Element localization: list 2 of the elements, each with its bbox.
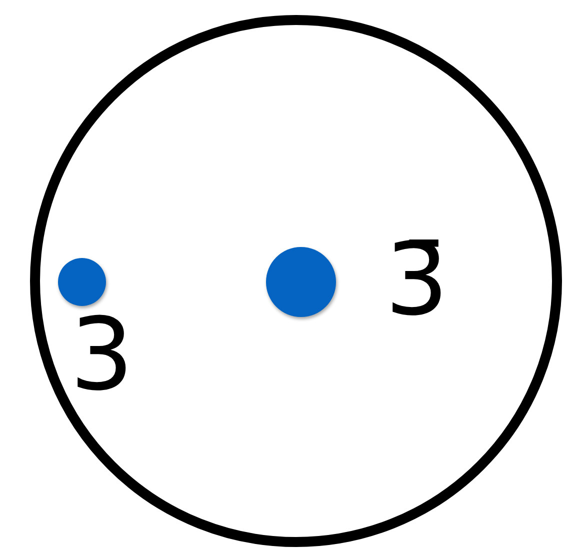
dot-label: 3 [70,305,134,405]
dot-label: 3̄ [385,230,449,330]
